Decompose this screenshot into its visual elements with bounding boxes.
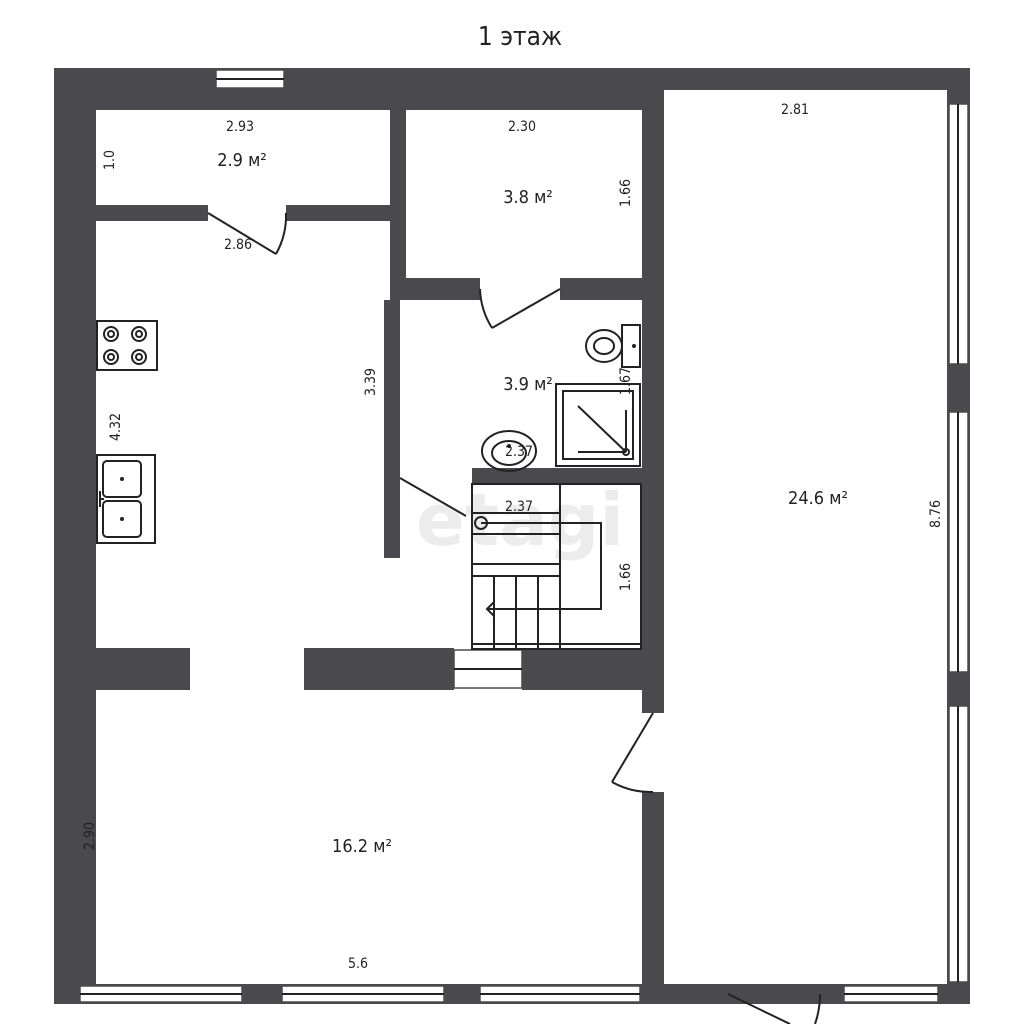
large-room-width: 2.81: [781, 102, 809, 118]
large-room-depth: 8.76: [928, 500, 944, 528]
bathroom-depth: 1.67: [618, 367, 634, 395]
doors: [207, 212, 822, 1024]
pantry-width: 2.93: [226, 119, 254, 135]
pantry-depth: 1.0: [102, 150, 118, 170]
kitchen-depth-right: 3.39: [363, 368, 379, 396]
stove-icon: [96, 320, 158, 371]
living-room-depth: 2.90: [82, 822, 98, 850]
staircase-icon: [471, 483, 642, 650]
bathroom-width: 2.37: [505, 444, 533, 460]
stair-hall-depth: 1.66: [618, 563, 634, 591]
living-room-area: 16.2 м²: [332, 836, 392, 857]
room-top-middle-area: 3.8 м²: [503, 187, 553, 208]
large-room-area: 24.6 м²: [788, 488, 848, 509]
room-top-middle-depth: 1.66: [618, 179, 634, 207]
kitchen-sink-icon: [96, 454, 156, 544]
room-top-middle-width: 2.30: [508, 119, 536, 135]
floor-title: 1 этаж: [478, 22, 562, 52]
watermark: etagi: [416, 478, 624, 562]
windows: [79, 69, 969, 1003]
toilet-icon: [585, 324, 641, 368]
interior-walls: [96, 90, 664, 690]
shower-tray-icon: [555, 383, 641, 467]
living-room-width: 5.6: [348, 956, 368, 972]
washbasin-icon: [481, 430, 537, 472]
bathroom-area: 3.9 м²: [503, 374, 553, 395]
pantry-area: 2.9 м²: [217, 150, 267, 171]
kitchen-depth: 4.32: [108, 413, 124, 441]
kitchen-width: 2.86: [224, 237, 252, 253]
stair-hall-width: 2.37: [505, 499, 533, 515]
